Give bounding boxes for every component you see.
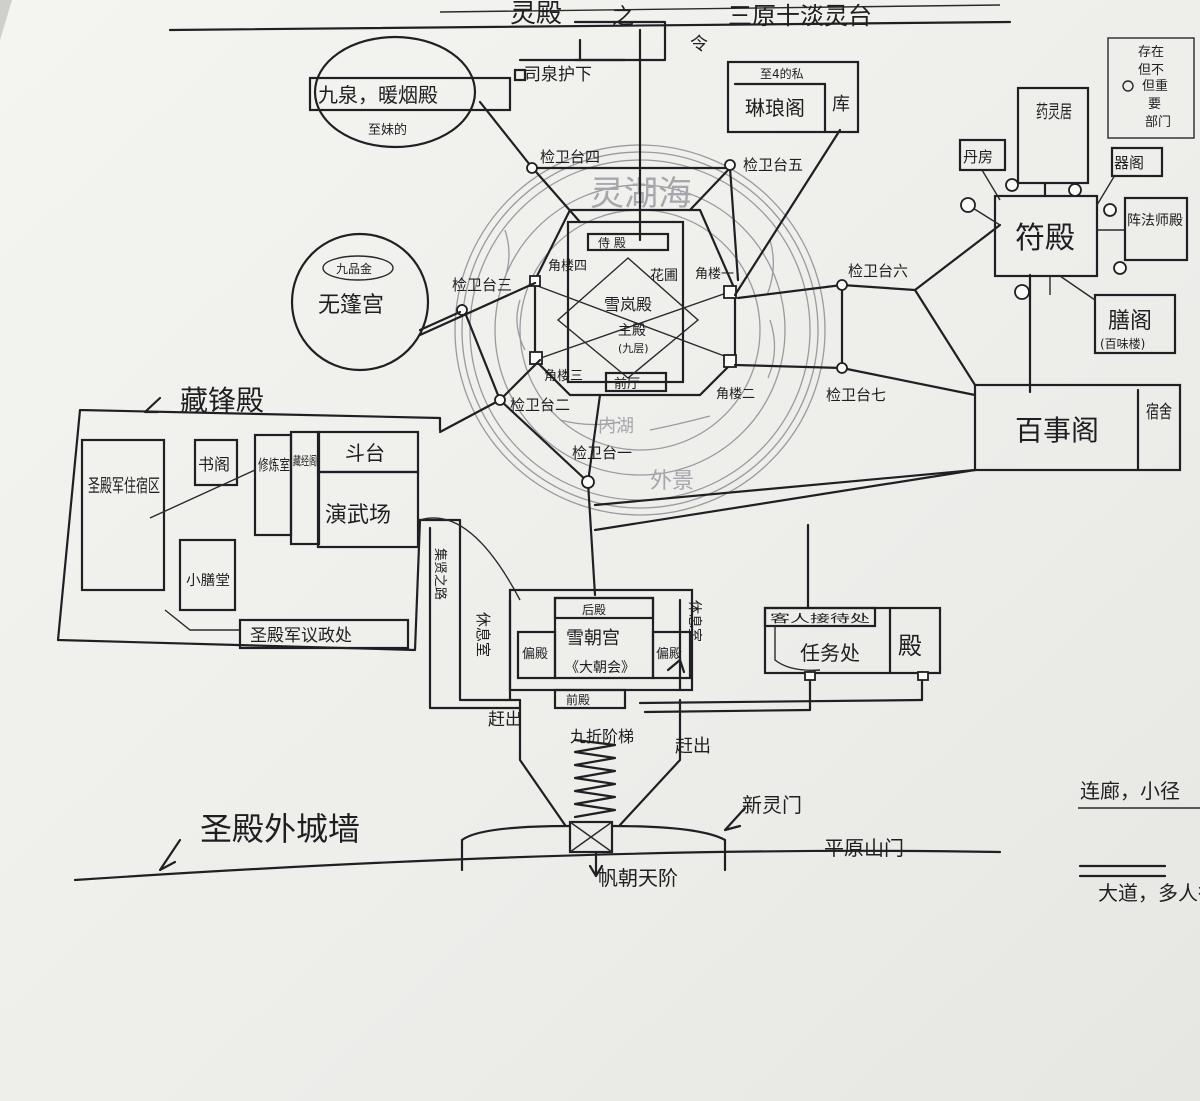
svg-text:要: 要 bbox=[1148, 97, 1161, 112]
baishi-cluster bbox=[973, 383, 1182, 472]
wupeng-rank: 九品金 bbox=[336, 261, 372, 276]
svg-text:但不: 但不 bbox=[1138, 63, 1164, 78]
linlang-pavilion: 琳琅阁 bbox=[745, 96, 805, 120]
order-label: 令 bbox=[690, 34, 708, 55]
exit-right: 赶出 bbox=[675, 736, 711, 757]
corner-tower-1: 角楼一 bbox=[695, 267, 734, 282]
xuechao-palace bbox=[508, 588, 694, 710]
snow-court-palace: 雪朝宫 bbox=[566, 628, 620, 649]
outer-scenery-label: 外景 bbox=[650, 469, 694, 494]
council-office: 圣殿军议政处 bbox=[250, 626, 352, 646]
central-palace bbox=[529, 28, 737, 397]
plain-mountain-gate: 平原山门 bbox=[824, 836, 904, 860]
main-hall: 主殿 bbox=[618, 323, 646, 339]
jiuquan-cluster bbox=[308, 20, 667, 149]
jiuquan-hall: 九泉，暖烟殿 bbox=[318, 83, 438, 107]
duel-platform: 斗台 bbox=[345, 441, 385, 465]
exit-left: 赶出 bbox=[488, 710, 522, 730]
outer-wall bbox=[73, 806, 1002, 882]
talisman-hall: 符殿 bbox=[1015, 221, 1075, 256]
outer-city-wall: 圣殿外城墙 bbox=[200, 810, 360, 848]
study: 书阁 bbox=[198, 455, 230, 474]
cultivation-room: 修炼室 bbox=[258, 456, 290, 474]
legend bbox=[1078, 807, 1200, 878]
checkpoint-2-dot bbox=[494, 394, 506, 406]
new-spirit-gate: 新灵门 bbox=[742, 793, 802, 817]
snow-hall: 雪岚殿 bbox=[604, 295, 652, 314]
checkpoint-6: 检卫台六 bbox=[848, 262, 908, 280]
front-hall: 前厅 bbox=[614, 376, 640, 392]
corridor-label: 集贤之路 bbox=[432, 548, 448, 600]
small-canteen: 小膳堂 bbox=[186, 573, 230, 589]
scripture-pavilion: 藏经阁 bbox=[293, 454, 317, 468]
corner-note: 存在 但不 但重 要 部门 bbox=[1107, 37, 1195, 139]
checkpoint-5: 检卫台五 bbox=[743, 156, 803, 174]
checkpoint-4: 检卫台四 bbox=[540, 148, 600, 166]
rest-room-right: 休息室 bbox=[686, 600, 703, 642]
zigzag-stairs: 九折阶梯 bbox=[570, 727, 634, 746]
treasury: 库 bbox=[832, 94, 850, 115]
checkpoint-7: 检卫台七 bbox=[826, 386, 886, 404]
rest-room-left: 休息室 bbox=[474, 612, 492, 657]
array-master-hall: 阵法师殿 bbox=[1127, 213, 1183, 229]
martial-arena: 演武场 bbox=[325, 503, 391, 528]
svg-text:存在: 存在 bbox=[1138, 45, 1164, 60]
affairs-pavilion: 百事阁 bbox=[1015, 414, 1099, 447]
checkpoint-1: 检卫台一 bbox=[572, 444, 632, 462]
linlang-owner: 至4的私 bbox=[760, 66, 804, 81]
title-right: 三原十淡灵台 bbox=[728, 2, 872, 30]
legend-path: 连廊，小径 bbox=[1080, 779, 1180, 803]
grand-court: 《大朝会》 bbox=[565, 660, 635, 676]
inner-lake-label: 内湖 bbox=[598, 416, 634, 437]
title-mid: 之 bbox=[612, 5, 634, 30]
artifact-pavilion: 器阁 bbox=[1114, 154, 1144, 172]
mission-hall bbox=[763, 606, 942, 681]
legend-road: 大道，多人行 bbox=[1098, 881, 1200, 905]
rear-hall: 后殿 bbox=[582, 603, 606, 617]
cangfeng-cluster bbox=[56, 396, 442, 652]
heavenly-stairs: 帆朝天阶 bbox=[598, 866, 678, 890]
corner-tower-3: 角楼三 bbox=[544, 369, 583, 384]
mission-office: 任务处 bbox=[800, 641, 860, 665]
svg-text:但重: 但重 bbox=[1142, 78, 1168, 94]
stairs bbox=[518, 698, 682, 878]
army-dorm: 圣殿军住宿区 bbox=[88, 476, 160, 497]
checkpoint-3: 检卫台三 bbox=[452, 276, 512, 294]
side-hall-left: 偏殿 bbox=[522, 647, 548, 662]
jiuquan-owner: 至妹的 bbox=[368, 122, 407, 138]
dining-pavilion-sub: (百味楼) bbox=[1100, 336, 1145, 351]
title-left: 灵殿 bbox=[510, 0, 562, 29]
alchemy-residence: 药灵居 bbox=[1036, 102, 1072, 123]
checkpoint-6-dot bbox=[836, 279, 848, 291]
front-palace: 前殿 bbox=[566, 692, 590, 707]
dormitory: 宿舍 bbox=[1146, 402, 1172, 423]
reception-office: 客人接待处 bbox=[770, 611, 870, 625]
main-hall-floors: (九层) bbox=[618, 342, 649, 355]
fudian-cluster bbox=[958, 86, 1189, 355]
pill-room: 丹房 bbox=[963, 148, 993, 166]
checkpoint-2: 检卫台二 bbox=[510, 396, 570, 414]
cangfeng-hall: 藏锋殿 bbox=[180, 384, 264, 417]
checkpoint-5-dot bbox=[724, 159, 736, 171]
mission-hall-suffix: 殿 bbox=[898, 632, 922, 660]
svg-text:部门: 部门 bbox=[1145, 115, 1171, 130]
corner-tower-2: 角楼二 bbox=[716, 387, 755, 402]
wupeng-palace: 无篷宫 bbox=[318, 293, 384, 318]
side-hall-right: 偏殿 bbox=[656, 647, 682, 662]
spring-guard-label: 司泉护下 bbox=[524, 65, 592, 85]
checkpoint-4-dot bbox=[526, 162, 538, 174]
palace-attendant-hall: 侍 殿 bbox=[598, 236, 626, 250]
header: 灵殿 之 三原十淡灵台 bbox=[168, 0, 1012, 32]
checkpoint-1-dot bbox=[581, 475, 595, 489]
checkpoint-7-dot bbox=[836, 362, 848, 374]
linlang-cluster bbox=[726, 60, 860, 134]
dining-pavilion: 膳阁 bbox=[1108, 309, 1152, 334]
wupeng-cluster bbox=[290, 232, 462, 372]
road-network bbox=[416, 100, 1032, 714]
corner-tower-4: 角楼四 bbox=[548, 259, 587, 274]
flower-garden: 花圃 bbox=[650, 268, 678, 284]
